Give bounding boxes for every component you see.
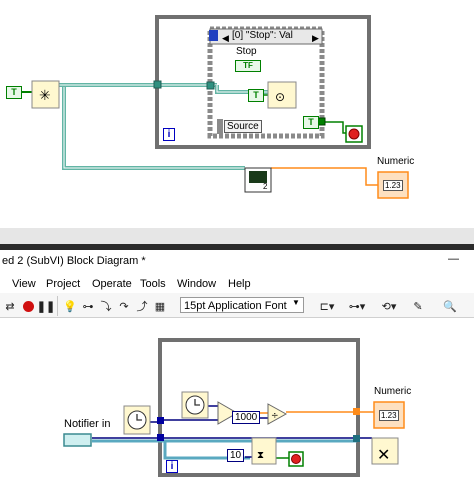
- bundle-node[interactable]: [31, 80, 60, 109]
- wait-on-notification-node[interactable]: [251, 437, 277, 465]
- bottom-loop-tunnel-right-ref: [353, 435, 360, 442]
- case-increment-arrow[interactable]: ▶: [312, 34, 319, 44]
- top-loop-tunnel: [153, 80, 162, 89]
- stop-tf-constant[interactable]: TF: [235, 60, 261, 72]
- bottom-diagram: ÷ ⧗ ✕ Notifier in 1000 10 i Numeric 1.23: [0, 318, 474, 491]
- toolbar-separator: [57, 296, 58, 316]
- bundle-node-icon: ✳: [39, 88, 51, 104]
- window-gap-line: [0, 244, 474, 250]
- menu-operate[interactable]: Operate: [92, 278, 132, 290]
- search-icon[interactable]: 🔍: [443, 300, 457, 313]
- case-tunnel: [206, 81, 215, 90]
- case-decrement-arrow[interactable]: ◀: [222, 34, 229, 44]
- abort-icon[interactable]: [20, 298, 36, 314]
- unbundle-node[interactable]: [267, 81, 297, 109]
- step-out-icon[interactable]: ⤴: [136, 301, 148, 313]
- run-continuous-icon[interactable]: ⇄: [5, 300, 15, 313]
- subtract-node[interactable]: [217, 401, 238, 425]
- minimize-button[interactable]: —: [448, 253, 459, 265]
- case-selector-label: [0] "Stop": Val: [232, 30, 293, 41]
- notifier-in-control[interactable]: [63, 433, 92, 447]
- bottom-loop-tunnel-right-numeric: [353, 408, 360, 415]
- bottom-loop-tunnel-left: [157, 434, 164, 441]
- unbundle-node-icon: ⊙: [275, 90, 285, 104]
- window-title: ed 2 (SubVI) Block Diagram *: [2, 255, 146, 267]
- menu-window[interactable]: Window: [177, 278, 217, 290]
- top-bool-constant-left[interactable]: T: [6, 86, 22, 99]
- case-output-tunnel: [317, 117, 326, 126]
- bottom-numeric-label: Numeric: [374, 386, 412, 397]
- title-bar: ed 2 (SubVI) Block Diagram * —: [0, 250, 474, 273]
- bottom-stop-icon: [291, 454, 301, 464]
- constant-1000[interactable]: 1000: [232, 411, 261, 424]
- notifier-in-label: Notifier in: [64, 418, 111, 430]
- constant-10[interactable]: 10: [227, 449, 245, 462]
- top-bool-constant-right[interactable]: T: [303, 116, 319, 129]
- menu-tools[interactable]: Tools: [140, 278, 166, 290]
- top-numeric-value: 1.23: [383, 180, 403, 191]
- draw-node-count: 2: [263, 182, 268, 191]
- menu-view[interactable]: View: [12, 278, 36, 290]
- top-diagram-wires: ◀ ▶ ✳ ⊙: [22, 15, 409, 199]
- bottom-numeric-value: 1.23: [379, 410, 399, 421]
- top-bool-constant-inner[interactable]: T: [248, 89, 264, 102]
- highlight-execution-icon[interactable]: 💡: [63, 300, 77, 313]
- divide-icon: ÷: [271, 411, 279, 421]
- bottom-loop-index: i: [166, 460, 178, 473]
- menu-project[interactable]: Project: [46, 278, 81, 290]
- release-notifier-node[interactable]: [371, 437, 399, 465]
- top-diagram: ◀ ▶ ✳ ⊙ T T T TF [0] "Stop": Val Stop So…: [0, 0, 474, 228]
- menu-bar: [0, 273, 474, 293]
- font-dropdown-arrow-icon[interactable]: ▼: [292, 298, 300, 307]
- bottom-loop-tunnel-mid: [157, 417, 164, 424]
- align-objects-icon[interactable]: ⊏▾: [319, 300, 335, 313]
- font-selector-value: 15pt Application Font: [184, 300, 287, 312]
- top-loop-index: i: [163, 128, 175, 141]
- retain-wire-values-icon[interactable]: ⊶: [82, 300, 94, 313]
- divide-node[interactable]: [267, 403, 288, 425]
- clean-up-diagram-icon[interactable]: ✎: [413, 300, 423, 313]
- stop-label: Stop: [236, 46, 257, 57]
- font-selector[interactable]: 15pt Application Font: [180, 297, 304, 313]
- distribute-objects-icon[interactable]: ⊶▾: [348, 300, 366, 313]
- bottom-while-loop-border[interactable]: [158, 338, 360, 477]
- pause-icon[interactable]: ❚❚: [36, 300, 56, 313]
- step-over-icon[interactable]: ↷: [119, 300, 129, 313]
- case-selector-terminal-icon: [209, 30, 218, 41]
- clean-up-icon[interactable]: ▦: [154, 300, 166, 313]
- menu-help[interactable]: Help: [228, 278, 251, 290]
- stop-icon: [348, 128, 360, 140]
- reorder-icon[interactable]: ⟲▾: [381, 300, 397, 313]
- bottom-diagram-wires: ÷ ⧗ ✕: [63, 338, 405, 477]
- release-notifier-icon: ✕: [377, 445, 390, 464]
- top-numeric-label: Numeric: [377, 156, 415, 167]
- wait-node-icon: ⧗: [257, 450, 264, 461]
- source-label: Source: [224, 120, 262, 133]
- step-into-icon[interactable]: ⤵: [100, 301, 112, 313]
